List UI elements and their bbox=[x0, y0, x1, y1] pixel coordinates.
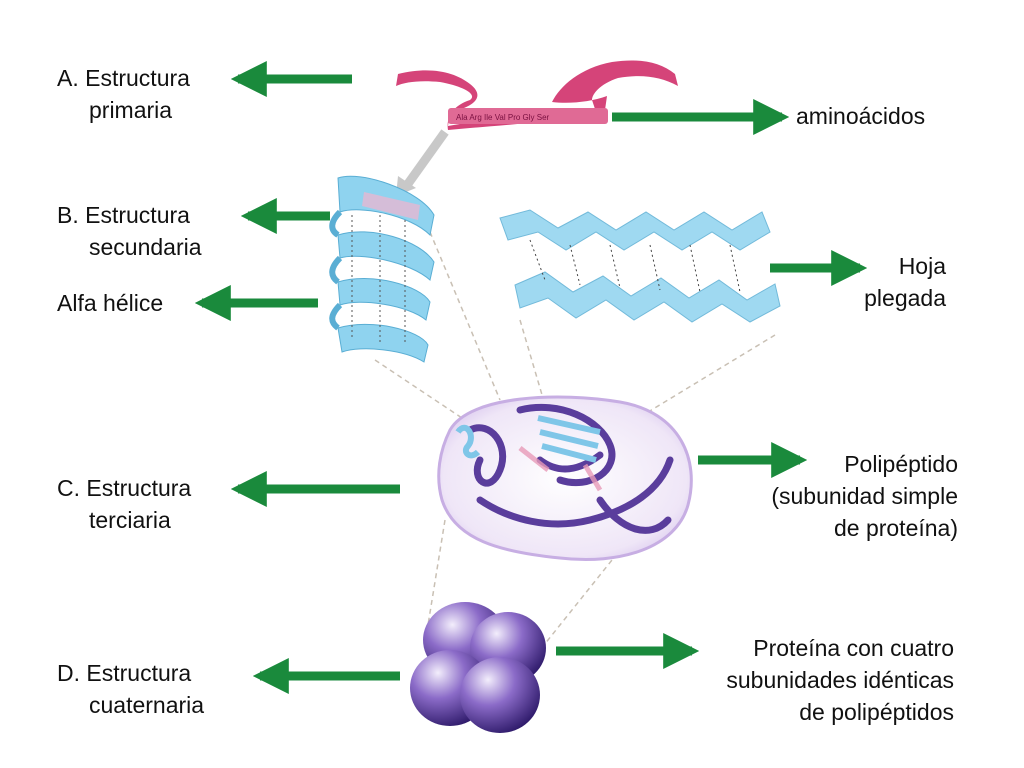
label-primary-structure: A. Estructura primaria bbox=[57, 62, 190, 126]
label-quaternary-line1: D. Estructura bbox=[57, 660, 192, 686]
tertiary-structure bbox=[437, 395, 693, 562]
label-quaternary-line2: cuaternaria bbox=[89, 692, 205, 718]
label-quaternary-structure: D. Estructura cuaternaria bbox=[57, 657, 204, 721]
pleated-sheet bbox=[499, 209, 781, 323]
primary-structure-ribbon: Ala Arg Ile Val Pro Gly Ser bbox=[396, 60, 678, 130]
alpha-helix-ribbon bbox=[329, 175, 435, 363]
arrows bbox=[194, 61, 868, 694]
label-pleated-sheet: Hoja plegada bbox=[864, 250, 946, 314]
label-primary-line2: primaria bbox=[89, 97, 173, 123]
label-tertiary-structure: C. Estructura terciaria bbox=[57, 472, 191, 536]
label-alpha-helix: Alfa hélice bbox=[57, 290, 164, 316]
label-four-subunit-line1: Proteína con cuatro bbox=[753, 635, 954, 661]
quaternary-structure bbox=[410, 602, 546, 733]
label-sheet-line1: Hoja bbox=[898, 253, 946, 279]
label-primary-line1: A. Estructura bbox=[57, 65, 190, 91]
guide-lines bbox=[374, 231, 776, 651]
label-tertiary-line1: C. Estructura bbox=[57, 475, 192, 501]
label-polypeptide-line3: de proteína) bbox=[833, 515, 958, 541]
label-secondary-line1: B. Estructura bbox=[57, 202, 190, 228]
label-secondary-line2: secundaria bbox=[89, 234, 202, 260]
label-four-subunit-protein: Proteína con cuatro subunidades idéntica… bbox=[726, 632, 954, 728]
label-polypeptide-line1: Polipéptido bbox=[844, 451, 958, 477]
label-aminoacids: aminoácidos bbox=[796, 103, 926, 129]
label-secondary-structure: B. Estructura secundaria bbox=[57, 199, 202, 263]
label-four-subunit-line3: de polipéptidos bbox=[799, 699, 954, 725]
label-polypeptide-line2: (subunidad simple bbox=[771, 483, 958, 509]
label-tertiary-line2: terciaria bbox=[89, 507, 171, 533]
svg-text:Ala Arg Ile Val Pro Gly: Ala Arg Ile Val Pro Gly Ser bbox=[456, 113, 550, 122]
curved-arrow-icon bbox=[401, 129, 449, 191]
label-sheet-line2: plegada bbox=[864, 285, 946, 311]
label-four-subunit-line2: subunidades idénticas bbox=[726, 667, 954, 693]
label-polypeptide: Polipéptido (subunidad simple de proteín… bbox=[771, 448, 958, 544]
